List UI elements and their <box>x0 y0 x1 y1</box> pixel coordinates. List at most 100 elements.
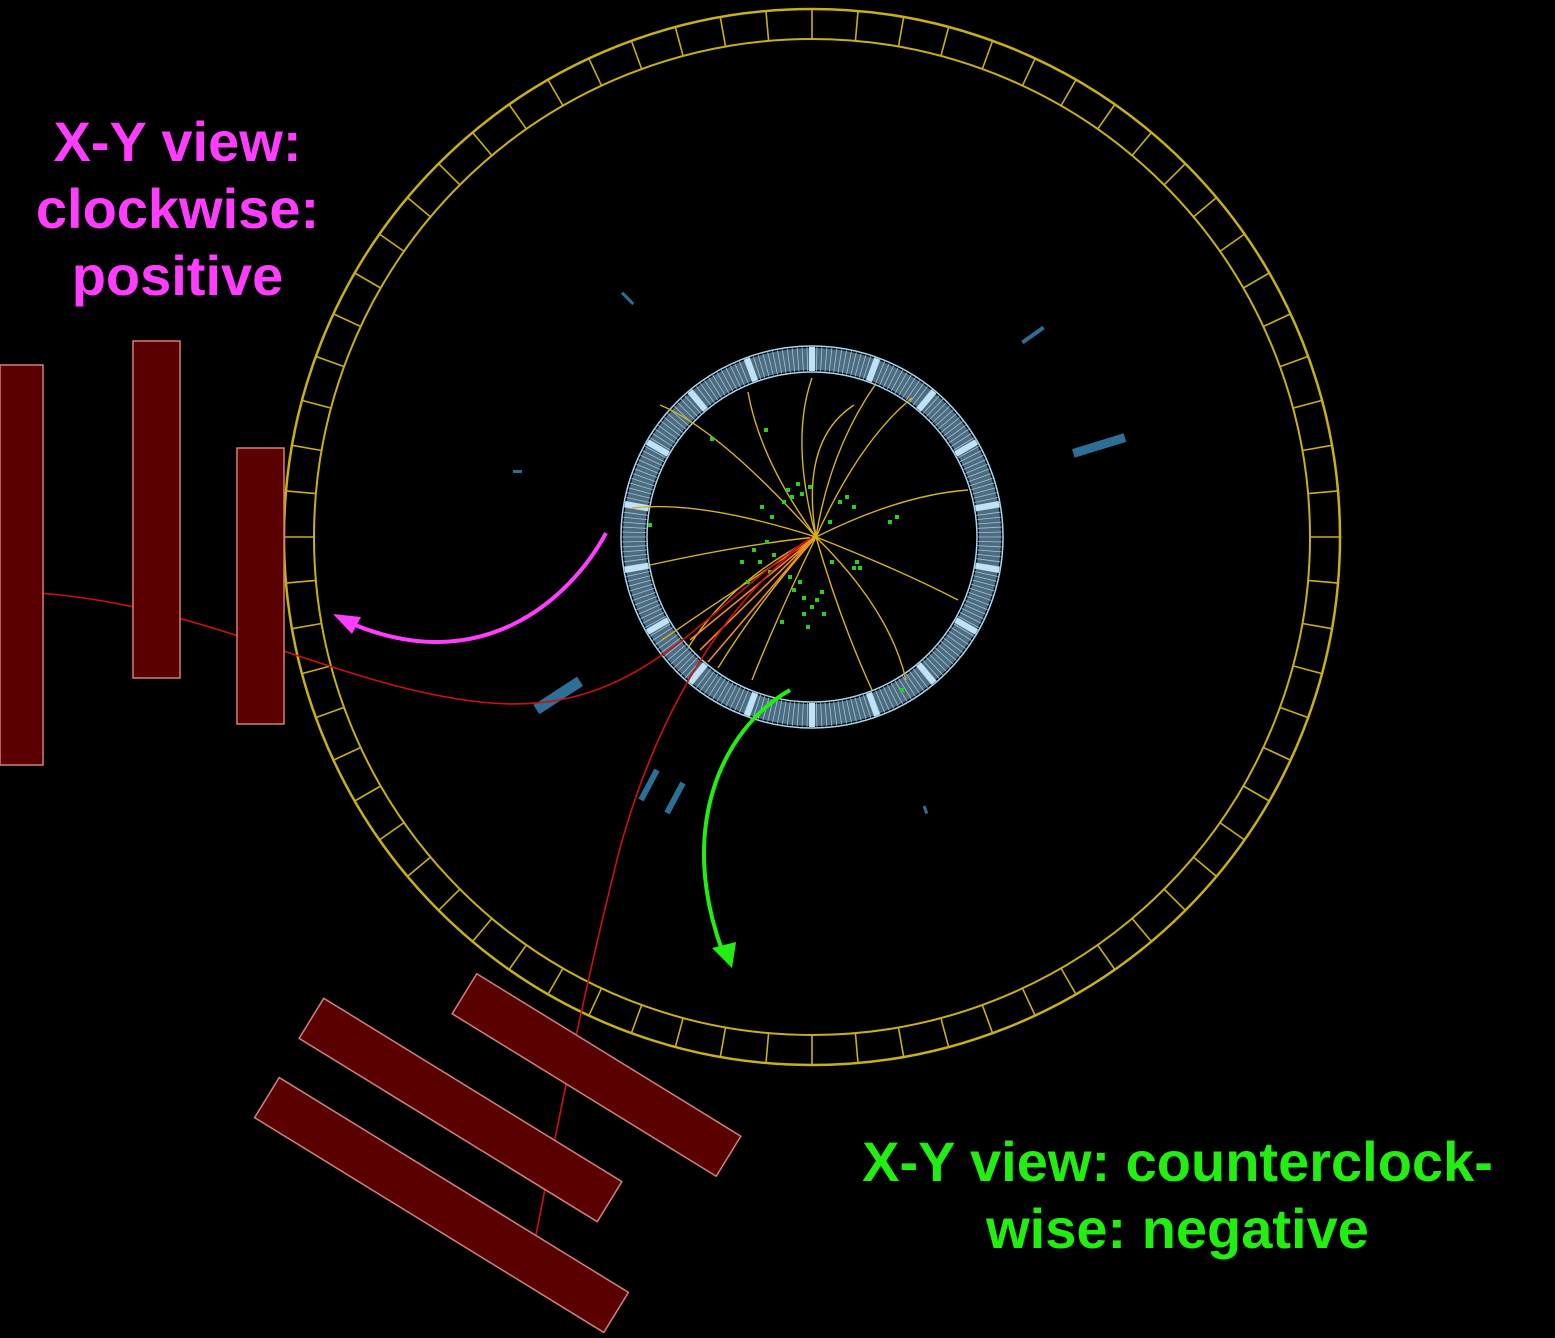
tracker-layer <box>925 398 944 417</box>
calorimeter-segment <box>315 355 345 368</box>
tracker-layer <box>734 688 745 711</box>
hit <box>802 596 806 600</box>
calorimeter-segment <box>1308 490 1339 495</box>
tracker-layer <box>649 437 671 451</box>
calorimeter-segment <box>1131 917 1153 942</box>
calorimeter-segment <box>508 944 528 970</box>
tracker-layer <box>626 497 650 503</box>
tracker-module <box>624 501 650 512</box>
tracker-layer <box>708 377 722 398</box>
tracker-layer <box>974 571 998 577</box>
calorimeter-segment <box>897 1027 905 1058</box>
tracker-layer <box>875 361 886 384</box>
tracker-layer <box>898 678 912 700</box>
muon-chamber <box>451 972 742 1178</box>
tracker-layer <box>622 521 647 525</box>
tracker-layer <box>846 351 852 375</box>
calorimeter-segment <box>630 1004 643 1034</box>
tracker-layer <box>644 615 667 629</box>
hit <box>830 560 834 564</box>
tracker-layer <box>820 347 823 372</box>
tracker-layer <box>959 450 982 462</box>
track <box>747 391 817 538</box>
tracker-layer <box>661 637 681 653</box>
calorimeter-segment <box>854 10 859 41</box>
tracker-layer <box>890 682 904 705</box>
tracker-layer <box>824 702 828 727</box>
tracker-layer <box>890 369 904 392</box>
tracker-layer <box>638 459 661 470</box>
calorimeter-segment <box>301 399 332 409</box>
positive-label-line-3: positive <box>71 244 284 308</box>
tracker-layer <box>977 545 1002 548</box>
tracker-layer <box>627 575 651 582</box>
calorimeter-segment <box>1302 622 1333 630</box>
hit <box>806 625 810 629</box>
jet-core <box>689 539 813 663</box>
calorimeter-segment <box>333 313 361 328</box>
tracker-layer <box>806 702 809 727</box>
hit <box>838 500 842 504</box>
tracker-module <box>954 617 979 635</box>
tracker-layer <box>762 353 770 377</box>
tracker-layer <box>961 608 984 620</box>
tracker-layer <box>622 545 647 548</box>
calorimeter-segment <box>1263 746 1291 761</box>
hit <box>758 560 762 564</box>
calorimeter-segment <box>1096 104 1116 130</box>
tracker-layer <box>940 641 960 657</box>
tracker-module <box>744 357 759 383</box>
hit <box>770 515 774 519</box>
hit <box>760 505 764 509</box>
tracker-layer <box>879 363 890 386</box>
calorimeter-segment <box>547 967 564 995</box>
tracker-layer <box>862 694 872 718</box>
tracker-layer <box>922 395 940 414</box>
calorimeter-segment <box>765 1033 770 1064</box>
tracker-layer <box>684 395 702 414</box>
tracker-layer <box>841 350 848 374</box>
tracker-layer <box>957 445 980 459</box>
tracker-layer <box>796 702 800 727</box>
track <box>751 536 817 681</box>
tracker-layer <box>622 549 647 553</box>
tracker-layer <box>623 511 648 516</box>
tracker-layer <box>704 380 719 401</box>
hit <box>815 598 819 602</box>
tracker-layer <box>767 352 774 376</box>
tracker-layer <box>712 678 726 700</box>
calorimeter-segment <box>291 622 322 630</box>
tracker-module <box>645 439 670 457</box>
tracker-layer <box>969 477 993 487</box>
tracker-layer <box>965 600 988 611</box>
tracker-layer <box>969 587 993 597</box>
tracker-module <box>916 389 937 412</box>
tracker-layer <box>673 650 692 669</box>
tracker-layer <box>752 694 762 718</box>
hit <box>792 588 796 592</box>
muon-chamber <box>0 364 44 766</box>
tracker-module <box>954 439 979 457</box>
tracker-layer <box>772 699 778 723</box>
calorimeter-segment <box>407 856 432 878</box>
calorimeter-segment <box>379 233 405 253</box>
positive-charge-label: X-Y view: clockwise: positive <box>10 108 345 310</box>
tracker-layer <box>968 473 992 482</box>
tracker-layer <box>720 682 734 705</box>
calorimeter-segment <box>1242 785 1270 802</box>
hit <box>788 575 792 579</box>
tracker-module <box>809 703 815 727</box>
tracker-layer <box>640 608 663 620</box>
tracker-layer <box>801 347 804 372</box>
tracker-layer <box>922 660 940 679</box>
calorimeter-segment <box>354 785 382 802</box>
tracker-layer <box>786 701 791 726</box>
hit <box>845 495 849 499</box>
tracker-layer <box>658 634 678 650</box>
track <box>815 536 873 691</box>
tracker-layer <box>879 688 890 711</box>
tracker-layer <box>791 347 796 372</box>
tracker-layer <box>704 673 719 694</box>
hit <box>648 523 652 527</box>
tracker-layer <box>902 676 916 697</box>
